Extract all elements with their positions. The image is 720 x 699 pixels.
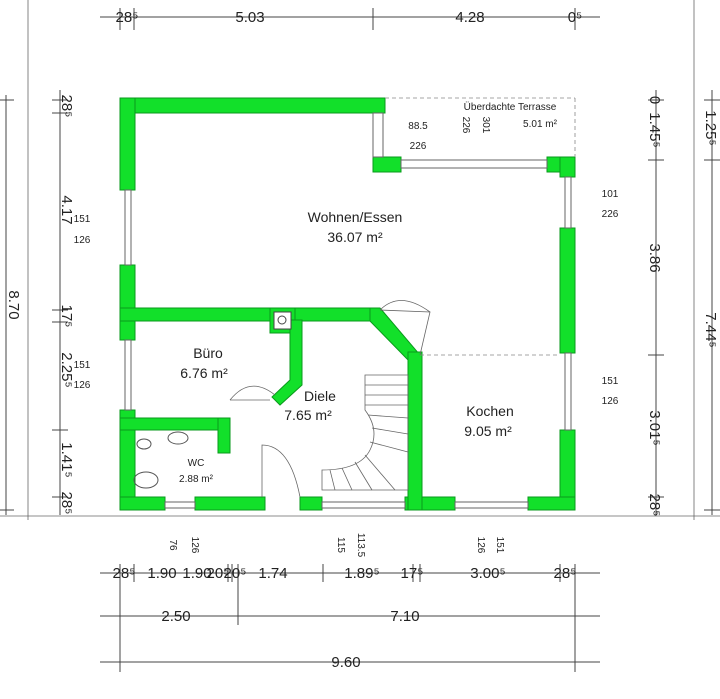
dim-label: 4.17 xyxy=(58,195,75,224)
room-area-wc: 2.88 m² xyxy=(179,474,214,485)
room-area-wohnen: 36.07 m² xyxy=(327,229,383,245)
room-name-buero: Büro xyxy=(193,345,223,361)
room-area-kochen: 9.05 m² xyxy=(464,423,512,439)
window-label: 76 xyxy=(167,539,178,551)
window-label: 113.5 xyxy=(355,533,366,558)
walls xyxy=(119,97,576,511)
dim-label-total: 7.44⁵ xyxy=(702,312,719,347)
dim-label: 28⁵ xyxy=(58,492,75,515)
dim-label: 1.45⁵ xyxy=(646,112,663,147)
window-label: 126 xyxy=(475,537,486,554)
dim-label-total: 8.70 xyxy=(5,290,22,319)
window-label: 126 xyxy=(189,537,200,554)
dim-label: 2.25⁵ xyxy=(58,352,75,387)
window-label: 151 xyxy=(74,214,91,225)
dim-label: 4.28 xyxy=(455,9,484,26)
dim-label: 20⁵ xyxy=(224,565,247,582)
room-name-diele: Diele xyxy=(304,388,336,404)
room-area-buero: 6.76 m² xyxy=(180,365,228,381)
dim-label: 1.90 xyxy=(182,565,211,582)
window-label: 126 xyxy=(74,380,91,391)
staircase xyxy=(321,374,409,491)
window-label: 226 xyxy=(410,141,427,152)
room-name-wohnen: Wohnen/Essen xyxy=(308,209,403,225)
room-name-kochen: Kochen xyxy=(466,403,513,419)
dim-label-total: 9.60 xyxy=(331,654,360,671)
dim-label: 1.25⁵ xyxy=(702,110,719,145)
dim-label: 5.03 xyxy=(235,9,264,26)
dim-label: 1.89⁵ xyxy=(344,565,379,582)
dim-label: 1.41⁵ xyxy=(58,442,75,477)
windows xyxy=(124,112,572,509)
dim-label: 1.74 xyxy=(258,565,287,582)
dim-label: 28⁵ xyxy=(554,565,577,582)
window-label: 101 xyxy=(602,189,619,200)
doors xyxy=(229,300,431,498)
room-area-diele: 7.65 m² xyxy=(284,407,332,423)
window-label: 226 xyxy=(460,117,471,134)
window-label: 301 xyxy=(480,117,491,134)
dim-label: 17⁵ xyxy=(58,305,75,328)
dim-label: 28⁵ xyxy=(113,565,136,582)
room-area-terrasse: 5.01 m² xyxy=(523,119,558,130)
window-label: 151 xyxy=(74,360,91,371)
dim-label: 20⁵ xyxy=(207,565,230,582)
dim-label: 17⁵ xyxy=(401,565,424,582)
dim-label: 28⁵ xyxy=(58,95,75,118)
window-label: 126 xyxy=(602,396,619,407)
window-label: 151 xyxy=(602,376,619,387)
dim-label: 0 xyxy=(646,96,663,104)
dim-label: 0⁵ xyxy=(568,9,583,26)
dim-label: 28⁵ xyxy=(646,494,663,517)
dim-label: 3.86 xyxy=(646,243,663,272)
dim-label: 1.90 xyxy=(147,565,176,582)
window-label: 115 xyxy=(335,537,346,553)
dim-label: 3.01⁵ xyxy=(646,410,663,445)
window-label: 126 xyxy=(74,235,91,246)
dim-label: 7.10 xyxy=(390,608,419,625)
window-label: 226 xyxy=(602,209,619,220)
dim-label: 28⁵ xyxy=(116,9,139,26)
room-name-wc: WC xyxy=(188,458,205,469)
window-label: 88.5 xyxy=(408,121,428,132)
room-name-terrasse: Überdachte Terrasse xyxy=(464,101,557,113)
dim-label: 3.00⁵ xyxy=(470,565,505,582)
window-label: 151 xyxy=(494,537,505,554)
dim-label: 2.50 xyxy=(161,608,190,625)
